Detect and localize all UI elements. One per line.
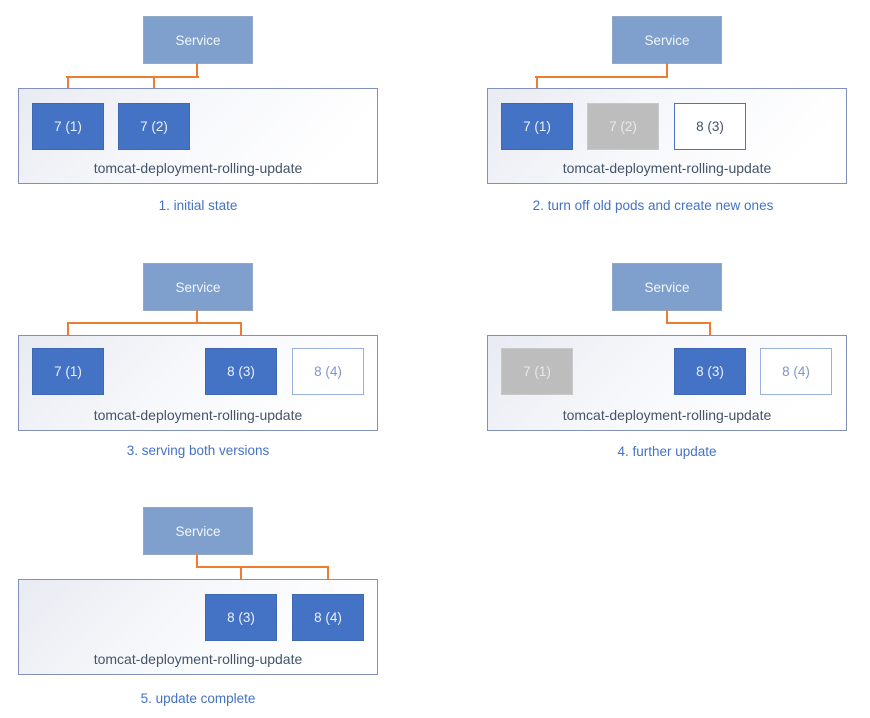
arrow-line bbox=[196, 310, 198, 324]
arrow-line bbox=[196, 63, 198, 77]
arrow-line bbox=[240, 322, 242, 338]
pod-label: 8 (3) bbox=[696, 364, 724, 379]
arrow-line bbox=[666, 322, 711, 324]
deployment-label: tomcat-deployment-rolling-update bbox=[93, 160, 303, 176]
service-box: Service bbox=[612, 263, 722, 311]
pod: 8 (3) bbox=[205, 348, 277, 395]
service-label: Service bbox=[644, 279, 690, 295]
service-label: Service bbox=[175, 523, 221, 539]
pod-label: 8 (4) bbox=[314, 364, 342, 379]
pod-label: 7 (1) bbox=[523, 364, 551, 379]
pod-label: 7 (1) bbox=[523, 119, 551, 134]
pod: 8 (3) bbox=[674, 103, 746, 150]
pod-label: 7 (1) bbox=[54, 364, 82, 379]
arrow-line bbox=[240, 566, 242, 583]
arrow-line bbox=[666, 310, 668, 324]
service-box: Service bbox=[143, 16, 253, 64]
arrow-line bbox=[67, 76, 69, 93]
service-label: Service bbox=[175, 32, 221, 48]
service-box: Service bbox=[143, 507, 253, 555]
pod: 8 (3) bbox=[674, 348, 746, 395]
pod: 7 (1) bbox=[501, 348, 573, 395]
deployment-label: tomcat-deployment-rolling-update bbox=[562, 407, 772, 423]
pod: 7 (2) bbox=[587, 103, 659, 150]
pod-label: 7 (1) bbox=[54, 119, 82, 134]
deployment-label: tomcat-deployment-rolling-update bbox=[93, 407, 303, 423]
pod-label: 8 (4) bbox=[782, 364, 810, 379]
arrow-line bbox=[196, 554, 198, 568]
arrow-line bbox=[535, 76, 668, 78]
service-box: Service bbox=[143, 263, 253, 311]
arrow-line bbox=[153, 76, 155, 93]
service-label: Service bbox=[644, 32, 690, 48]
pod: 7 (1) bbox=[501, 103, 573, 150]
stage-caption: 1. initial state bbox=[158, 198, 238, 213]
deployment-label: tomcat-deployment-rolling-update bbox=[93, 651, 303, 667]
arrow-line bbox=[196, 566, 329, 568]
arrow-line bbox=[709, 322, 711, 338]
pod: 7 (2) bbox=[118, 103, 190, 150]
pod: 7 (1) bbox=[32, 348, 104, 395]
service-box: Service bbox=[612, 16, 722, 64]
pod: 8 (3) bbox=[205, 594, 277, 641]
pod: 7 (1) bbox=[32, 103, 104, 150]
arrow-line bbox=[67, 322, 69, 338]
deployment-label: tomcat-deployment-rolling-update bbox=[562, 160, 772, 176]
arrow-line bbox=[536, 76, 538, 93]
arrow-line bbox=[66, 76, 199, 78]
stage-caption: 2. turn off old pods and create new ones bbox=[532, 198, 774, 213]
pod-label: 7 (2) bbox=[140, 119, 168, 134]
arrow-line bbox=[666, 63, 668, 77]
pod-label: 7 (2) bbox=[609, 119, 637, 134]
stage-caption: 4. further update bbox=[617, 444, 717, 459]
stage-caption: 3. serving both versions bbox=[126, 443, 270, 458]
arrow-line bbox=[67, 322, 242, 324]
pod-label: 8 (3) bbox=[227, 364, 255, 379]
service-label: Service bbox=[175, 279, 221, 295]
stage-caption: 5. update complete bbox=[140, 691, 256, 706]
pod: 8 (4) bbox=[760, 348, 832, 395]
pod-label: 8 (4) bbox=[314, 610, 342, 625]
arrow-line bbox=[327, 566, 329, 583]
pod: 8 (4) bbox=[292, 348, 364, 395]
pod-label: 8 (3) bbox=[696, 119, 724, 134]
pod: 8 (4) bbox=[292, 594, 364, 641]
pod-label: 8 (3) bbox=[227, 610, 255, 625]
